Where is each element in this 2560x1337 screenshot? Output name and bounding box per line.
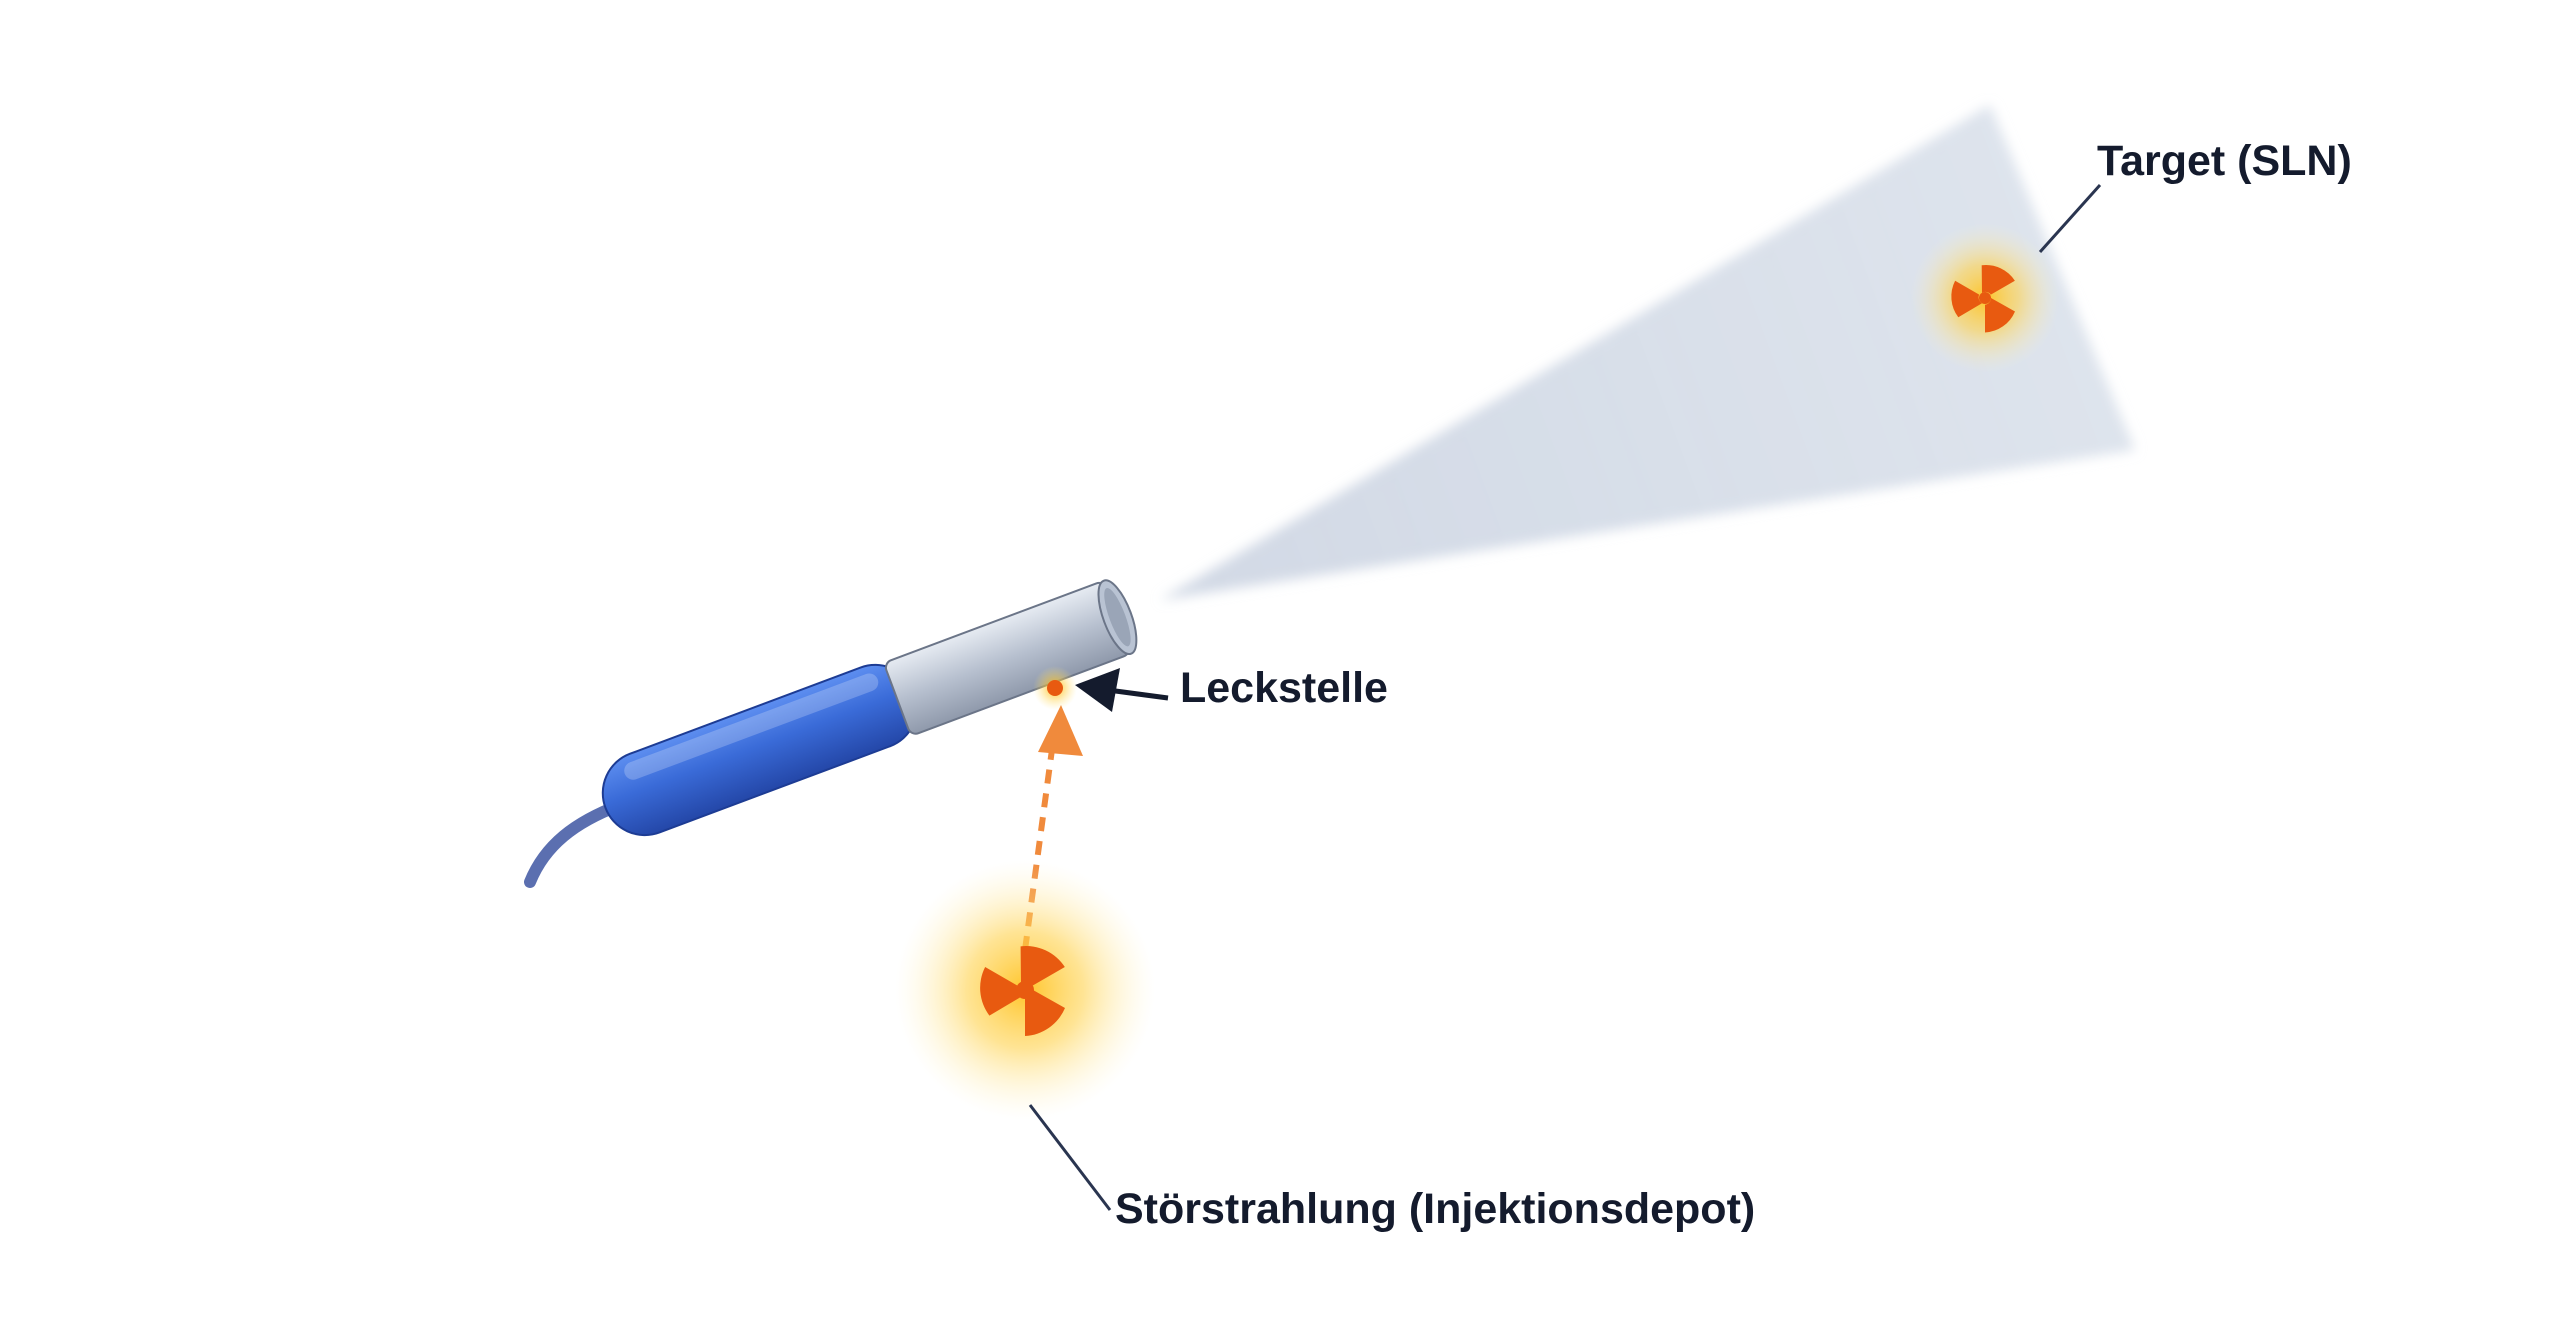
injection-depot-source bbox=[895, 860, 1155, 1120]
interference-leader-line bbox=[1028, 1104, 1112, 1211]
interference-arrowhead bbox=[1038, 705, 1083, 756]
detection-beam bbox=[1160, 105, 2135, 600]
target-label: Target (SLN) bbox=[2097, 137, 2352, 185]
probe-handle bbox=[601, 663, 919, 837]
probe-tip bbox=[884, 579, 1138, 735]
leak-pointer-line bbox=[1107, 687, 1169, 701]
radiation-icon bbox=[1951, 265, 2015, 333]
leak-label: Leckstelle bbox=[1180, 664, 1388, 712]
leak-pointer-head bbox=[1075, 668, 1120, 712]
leak-point bbox=[1047, 680, 1063, 696]
probe-cable bbox=[524, 799, 626, 888]
interference-label: Störstrahlung (Injektionsdepot) bbox=[1115, 1185, 1756, 1233]
target-source bbox=[1910, 223, 2060, 373]
radiation-icon bbox=[980, 946, 1065, 1036]
target-leader-line bbox=[2038, 183, 2102, 254]
